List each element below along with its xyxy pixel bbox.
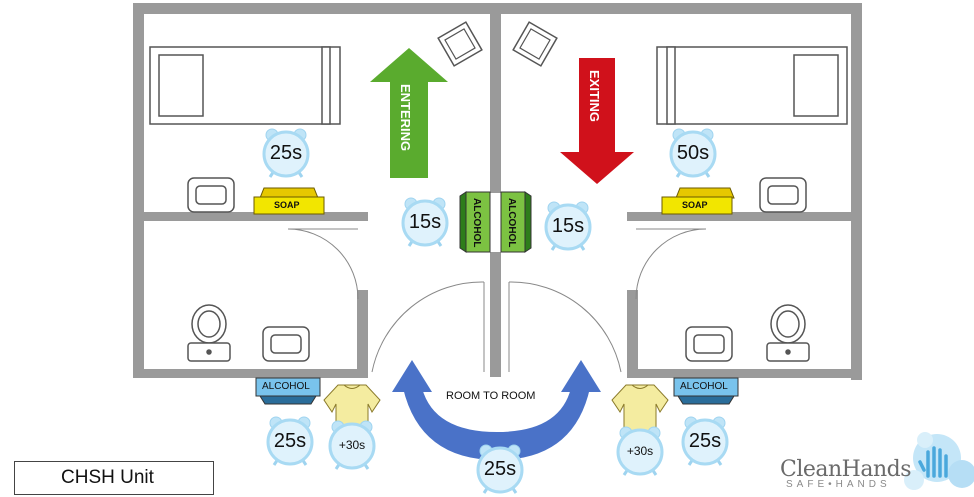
- timer-door-left: 15s: [408, 211, 442, 233]
- alcohol-door-label-right: ALCOHOL: [506, 198, 517, 248]
- chair-right: [512, 21, 558, 67]
- sink-bathroom-left: [262, 326, 310, 362]
- timer-room-to-room: 25s: [483, 458, 517, 480]
- toilet-left: [187, 304, 231, 362]
- alcohol-label-right: ALCOHOL: [680, 381, 728, 392]
- alcohol-label-left: ALCOHOL: [262, 381, 310, 392]
- room-to-room-arrow: [392, 360, 601, 460]
- entering-arrow: [370, 48, 448, 178]
- alcohol-station-right: [673, 377, 739, 405]
- logo-tagline: SAFE•HANDS: [786, 479, 891, 490]
- entering-label: ENTERING: [398, 84, 413, 152]
- timer-left-sink: 25s: [269, 142, 303, 164]
- exiting-label: EXITING: [587, 70, 602, 123]
- soap-station-right: [661, 187, 735, 215]
- sink-bathroom-right: [685, 326, 733, 362]
- timer-right-alcohol: 25s: [688, 430, 722, 452]
- walls: [133, 3, 862, 380]
- bed-right: [656, 46, 848, 125]
- bed-left: [149, 46, 341, 125]
- timer-door-right: 15s: [551, 215, 585, 237]
- timer-left-alcohol: 25s: [273, 430, 307, 452]
- timer-right-gown: +30s: [626, 444, 654, 458]
- alcohol-door-station-right: [500, 191, 532, 253]
- soap-label-right: SOAP: [682, 200, 708, 210]
- soap-label-left: SOAP: [274, 200, 300, 210]
- alcohol-door-label-left: ALCOHOL: [471, 198, 482, 248]
- toilet-right: [766, 304, 810, 362]
- unit-label: CHSH Unit: [14, 461, 214, 495]
- doors: [287, 228, 707, 373]
- timer-right-sink: 50s: [676, 142, 710, 164]
- chair-left: [437, 21, 483, 67]
- room-to-room-label: ROOM TO ROOM: [446, 390, 536, 402]
- alcohol-door-station-left: [459, 191, 491, 253]
- sink-left: [187, 177, 235, 213]
- timer-left-gown: +30s: [338, 438, 366, 452]
- logo-hand-icon: [904, 432, 974, 490]
- exiting-arrow: [560, 58, 634, 184]
- soap-station-left: [253, 187, 325, 215]
- alcohol-station-left: [255, 377, 321, 405]
- logo-name: CleanHands: [780, 457, 912, 482]
- sink-right: [759, 177, 807, 213]
